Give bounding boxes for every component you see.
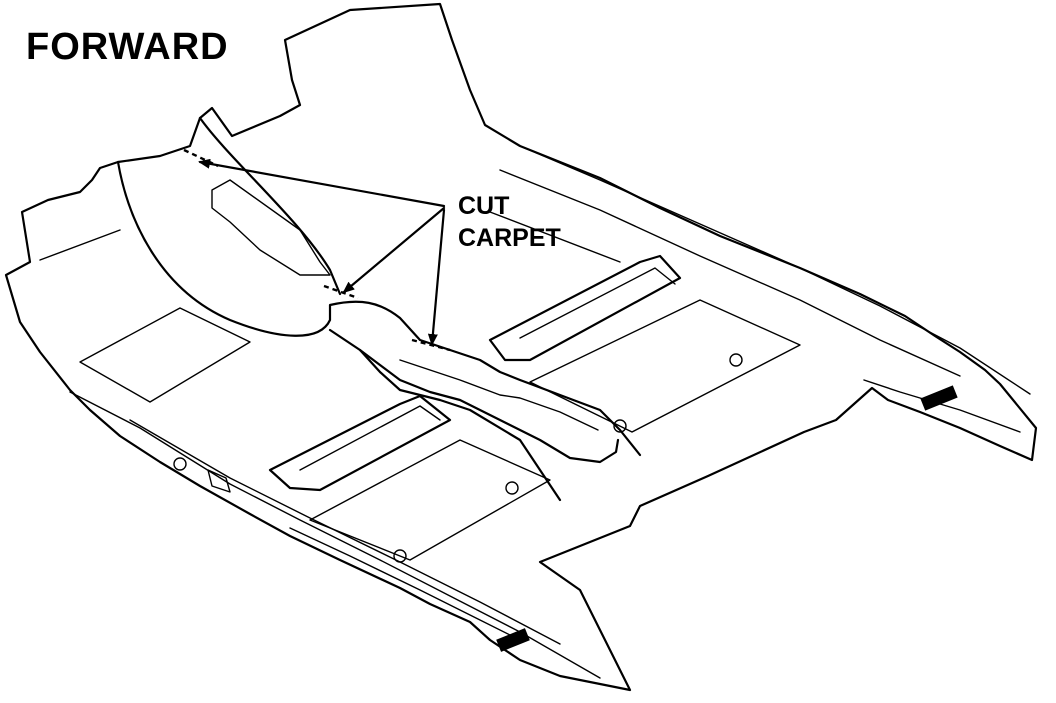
rear-left-marker <box>496 628 530 652</box>
rear-left-crossmember <box>268 394 452 492</box>
arrow-to-front-cut <box>198 158 446 208</box>
tunnel-center-line <box>211 179 331 276</box>
left-rocker-line-2 <box>129 419 561 645</box>
right-sill-edge <box>863 379 1021 433</box>
hole-5 <box>729 353 743 367</box>
rear-right-floor <box>529 299 801 433</box>
arrow-to-middle-cut <box>342 206 446 294</box>
tunnel-rear <box>358 348 620 464</box>
cut-carpet-line-2: CARPET <box>458 224 561 252</box>
rear-left-crossmember-top <box>299 405 441 471</box>
tunnel-rear-lower <box>328 328 562 502</box>
tunnel-hump <box>198 116 342 296</box>
center-tunnel <box>116 160 642 457</box>
arrow-to-rear-cut <box>427 208 446 346</box>
front-left-footwell <box>79 307 251 403</box>
rear-right-crossmember-top <box>519 267 676 339</box>
hole-2 <box>393 549 407 563</box>
left-sill-edge <box>289 527 521 641</box>
left-rocker-line <box>69 391 601 679</box>
hole-1 <box>173 457 187 471</box>
cut-line-middle <box>323 284 359 300</box>
forward-label: FORWARD <box>26 26 229 68</box>
right-rocker-line <box>519 145 1031 395</box>
left-clip <box>207 469 231 493</box>
carpet-outline <box>4 2 1038 692</box>
cut-carpet-label: CUT CARPET <box>458 190 561 254</box>
tunnel-rear-2 <box>399 359 599 431</box>
right-rocker-line-2 <box>499 169 961 377</box>
front-left-floor-edge <box>39 229 121 261</box>
rear-left-floor <box>309 439 551 561</box>
rear-right-crossmember <box>488 254 682 362</box>
cut-carpet-line-1: CUT <box>458 192 510 220</box>
hole-4 <box>613 419 627 433</box>
rear-right-marker <box>920 385 958 411</box>
hole-3 <box>505 481 519 495</box>
right-footwell-line <box>489 211 621 263</box>
